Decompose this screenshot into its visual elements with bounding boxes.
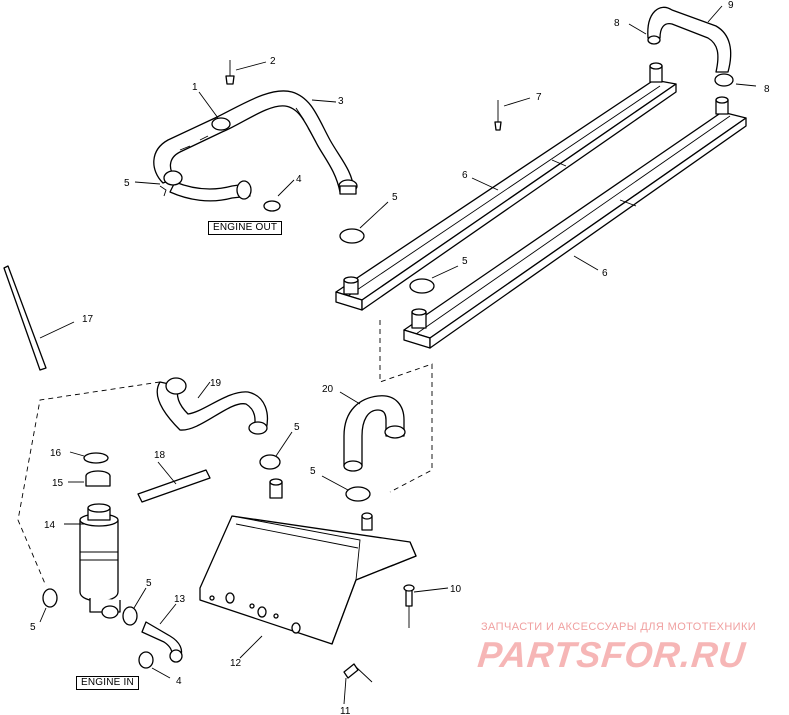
callout-13: 13 [174, 594, 186, 605]
engine-in-label: ENGINE IN [76, 676, 139, 690]
callout-1: 1 [192, 82, 198, 93]
callout-3: 3 [338, 96, 344, 107]
engine-out-hose-assembly [134, 60, 358, 212]
callout-8: 8 [614, 18, 620, 29]
callout-9: 9 [728, 0, 734, 11]
coolant-bottle [79, 503, 121, 619]
callout-20: 20 [322, 384, 334, 395]
tie-strap [3, 265, 47, 371]
callout-17: 17 [82, 314, 94, 325]
callout-7: 7 [536, 92, 542, 103]
callout-5: 5 [392, 192, 398, 203]
callout-14: 14 [44, 520, 56, 531]
callout-15: 15 [52, 478, 64, 489]
callout-5: 5 [124, 178, 130, 189]
callout-19: 19 [210, 378, 222, 389]
callout-6: 6 [462, 170, 468, 181]
callout-10: 10 [450, 584, 462, 595]
watermark-logo: PARTSFOR.RU [475, 634, 748, 675]
heat-exchanger-rail-upper [335, 62, 677, 311]
callout-5: 5 [294, 422, 300, 433]
callout-5: 5 [146, 578, 152, 589]
callout-2: 2 [270, 56, 276, 67]
callout-5: 5 [30, 622, 36, 633]
callout-18: 18 [154, 450, 166, 461]
crossover-hose [647, 6, 732, 73]
callout-16: 16 [50, 448, 62, 459]
heat-exchanger-rail-lower [403, 96, 747, 349]
hose-18 [137, 469, 211, 503]
oil-tank [199, 478, 417, 645]
watermark-subtitle: ЗАПЧАСТИ И АКСЕССУАРЫ ДЛЯ МОТОТЕХНИКИ [481, 621, 757, 633]
callout-4: 4 [176, 676, 182, 687]
callout-4: 4 [296, 174, 302, 185]
callout-5: 5 [462, 256, 468, 267]
engine-out-label: ENGINE OUT [208, 221, 283, 235]
callout-11: 11 [340, 706, 351, 715]
callout-5: 5 [310, 466, 316, 477]
engine-in-label-text: ENGINE IN [81, 677, 134, 688]
callout-6: 6 [602, 268, 608, 279]
engine-out-label-text: ENGINE OUT [213, 222, 278, 233]
callout-8: 8 [764, 84, 770, 95]
callout-12: 12 [230, 658, 242, 669]
